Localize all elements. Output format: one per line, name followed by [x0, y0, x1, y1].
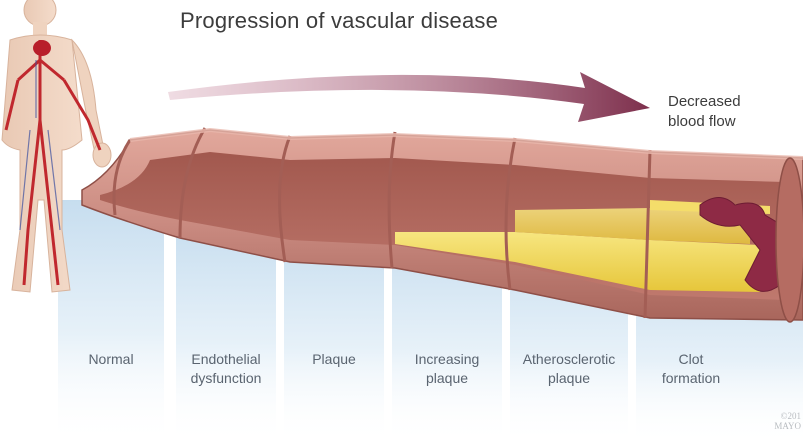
- stage-label-clot-formation: Clot formation: [636, 350, 746, 388]
- stage-label-normal: Normal: [58, 350, 164, 369]
- artery-tube: [81, 127, 803, 323]
- copyright-line-1: ©201: [780, 411, 801, 421]
- stage-label-line-1: Plaque: [312, 351, 356, 367]
- page-title: Progression of vascular disease: [180, 8, 499, 33]
- stage-label-line-2: plaque: [425, 370, 469, 386]
- stage-label-endothelial-dysfunction: Endothelial dysfunction: [170, 350, 282, 388]
- stage-label-line-2: formation: [661, 370, 721, 386]
- plaque-buildup: [395, 232, 760, 292]
- stage-label-line-1: Increasing: [414, 351, 480, 367]
- blood-flow-arrow: [168, 72, 650, 122]
- stage-label-line-1: Clot: [678, 351, 704, 367]
- stage-label-line-1: Atherosclerotic: [522, 351, 616, 367]
- stage-label-line-1: Endothelial: [191, 351, 261, 367]
- human-figure: [1, 0, 112, 293]
- copyright-mark: ©201 MAYO: [761, 411, 801, 431]
- decreased-blood-flow-label: Decreased blood flow: [668, 92, 778, 132]
- heart-icon: [33, 40, 51, 56]
- stage-label-line-2: plaque: [547, 370, 591, 386]
- callout-line-2: blood flow: [668, 113, 736, 130]
- stage-label-line-1: Normal: [88, 351, 134, 367]
- stage-label-plaque: Plaque: [284, 350, 384, 369]
- stage-panel-endothelial: [176, 220, 276, 445]
- callout-line-1: Decreased: [668, 93, 741, 110]
- stage-panel-normal: [58, 200, 164, 445]
- stage-label-increasing-plaque: Increasing plaque: [392, 350, 502, 388]
- stage-label-atherosclerotic-plaque: Atherosclerotic plaque: [506, 350, 632, 388]
- stage-label-line-2: dysfunction: [190, 370, 262, 386]
- copyright-line-2: MAYO: [774, 421, 801, 431]
